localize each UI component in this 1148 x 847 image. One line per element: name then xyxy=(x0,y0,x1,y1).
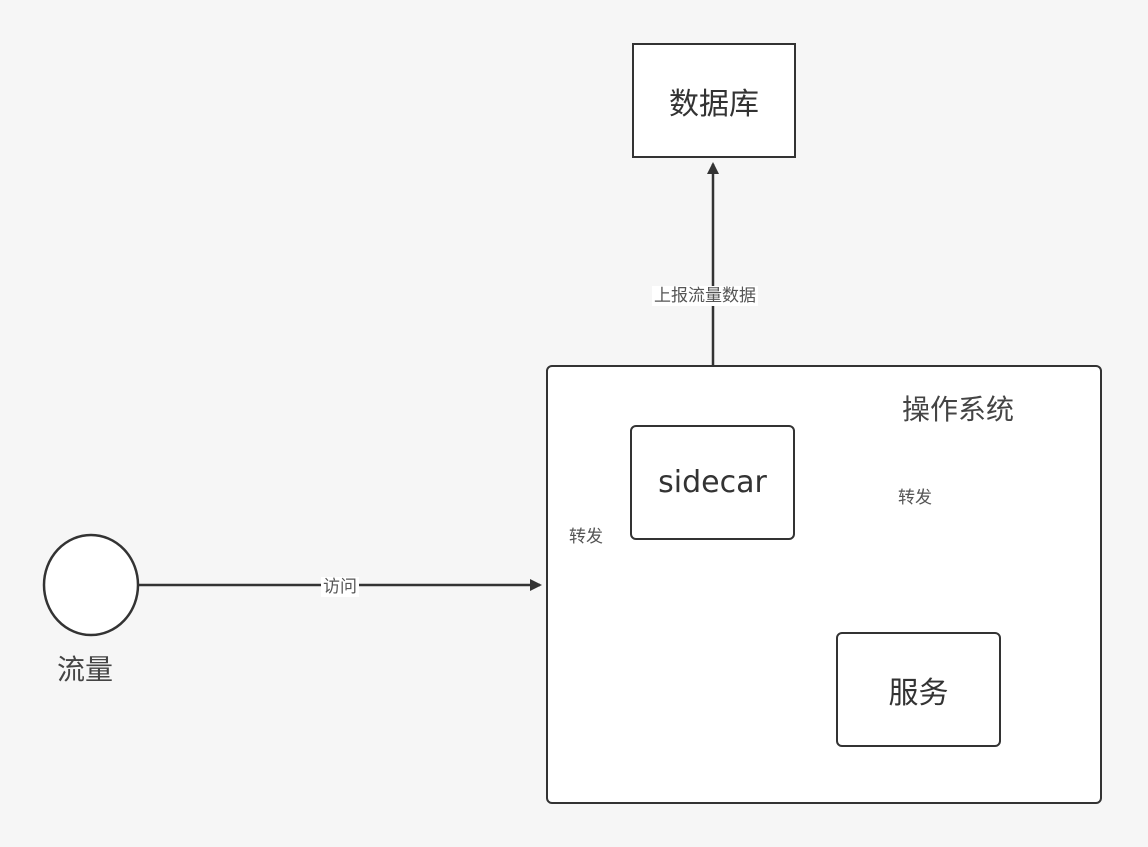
database-label: 数据库 xyxy=(669,86,759,122)
os-container xyxy=(546,365,1102,804)
service-node: 服务 xyxy=(836,632,1001,747)
sidecar-node: sidecar xyxy=(630,425,795,540)
os-label: 操作系统 xyxy=(902,393,1015,426)
sidecar-label: sidecar xyxy=(658,465,767,500)
traffic-label: 流量 xyxy=(57,653,114,686)
traffic-node xyxy=(42,533,140,637)
access-edge-label: 访问 xyxy=(321,577,359,597)
database-node: 数据库 xyxy=(632,43,796,158)
forward-in-edge-label: 转发 xyxy=(567,527,605,547)
forward-out-edge-label: 转发 xyxy=(896,488,934,508)
report-edge-label: 上报流量数据 xyxy=(652,286,758,306)
service-label: 服务 xyxy=(888,675,949,711)
